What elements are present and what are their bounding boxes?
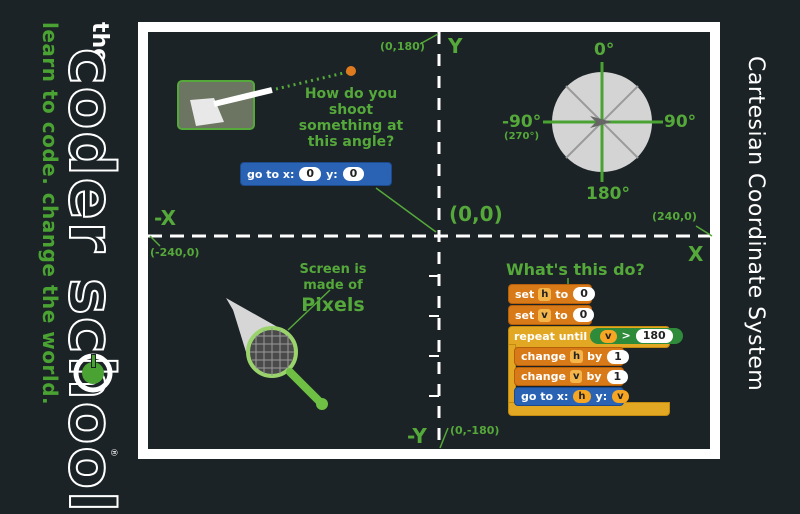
condition-limit: 180: [635, 329, 673, 343]
set-v-value: 0: [572, 308, 595, 322]
bottom-coord-label: (0,-180): [450, 424, 500, 437]
goto-label: go to x:: [247, 167, 295, 181]
goto-x-value: 0: [299, 167, 322, 181]
goto-hv-x: h: [573, 390, 591, 403]
dir-180-label: 180°: [586, 184, 630, 204]
right-coord-label: (240,0): [652, 210, 697, 223]
goto-hv-y-label: y:: [595, 390, 608, 403]
set-h-value: 0: [573, 287, 595, 301]
pixels-line1: Screen is: [299, 262, 367, 277]
left-coord-label: (-240,0): [150, 246, 200, 259]
change-v-label: change: [521, 370, 566, 383]
change-v-var: v: [569, 370, 583, 383]
change-v-by: by: [586, 370, 602, 383]
set-v-block: set v to 0: [508, 305, 595, 325]
goto-block: go to x: 0 y: 0: [240, 162, 392, 186]
power-icon: [73, 353, 113, 393]
change-h-value: 1: [607, 349, 629, 364]
dir-neg90-label: -90°: [502, 112, 542, 132]
condition-var: v: [600, 329, 617, 343]
repeat-label: repeat until: [514, 329, 588, 343]
change-v-value: 1: [606, 369, 629, 384]
dir-270-label: (270°): [504, 131, 540, 142]
dir-90-label: 90°: [664, 112, 697, 132]
cannon-barrel: [213, 87, 273, 107]
change-v-block: change v by 1: [514, 367, 629, 386]
goto-y-label: y:: [326, 167, 338, 181]
goto-hv-label: go to x:: [521, 390, 569, 403]
repeat-until-content: repeat until v > 180: [508, 326, 683, 346]
change-h-var: h: [569, 350, 584, 363]
set-v-label: set: [515, 308, 535, 322]
pixels-line2: made of: [303, 278, 363, 293]
dir-0-label: 0°: [594, 40, 615, 60]
neg-y-axis-label: -Y: [407, 424, 427, 448]
set-v-to: to: [554, 308, 568, 322]
set-v-var: v: [538, 308, 551, 322]
question-text: How do you shoot something at this angle…: [298, 86, 404, 150]
goto-y-value: 0: [342, 167, 365, 181]
set-h-label: set: [515, 287, 535, 301]
goto-hv-y: v: [612, 390, 629, 403]
origin-label: (0,0): [449, 202, 503, 226]
brand-logo: the coder school learn to code. change t…: [0, 0, 130, 514]
direction-arrow: [590, 116, 612, 128]
condition-op: >: [621, 329, 631, 342]
trajectory: [275, 70, 349, 91]
top-coord-label: (0,180): [380, 40, 425, 53]
axes-graphic: [148, 32, 713, 450]
set-h-var: h: [538, 287, 552, 301]
pixels-line3: Pixels: [301, 294, 365, 316]
change-h-by: by: [587, 350, 603, 363]
magnifier-handle: [286, 368, 324, 406]
set-h-block: set h to 0: [508, 284, 595, 304]
x-axis-label: X: [688, 242, 704, 266]
condition-block: v > 180: [590, 328, 683, 344]
change-h-block: change h by 1: [514, 347, 629, 366]
change-h-label: change: [521, 350, 566, 363]
goto-hv-block: go to x: h y: v: [514, 387, 629, 406]
neg-x-axis-label: -X: [154, 206, 177, 230]
target-dot: [346, 66, 356, 76]
script-title: What's this do?: [506, 260, 645, 279]
y-axis-label: Y: [448, 34, 463, 58]
set-h-to: to: [555, 287, 569, 301]
